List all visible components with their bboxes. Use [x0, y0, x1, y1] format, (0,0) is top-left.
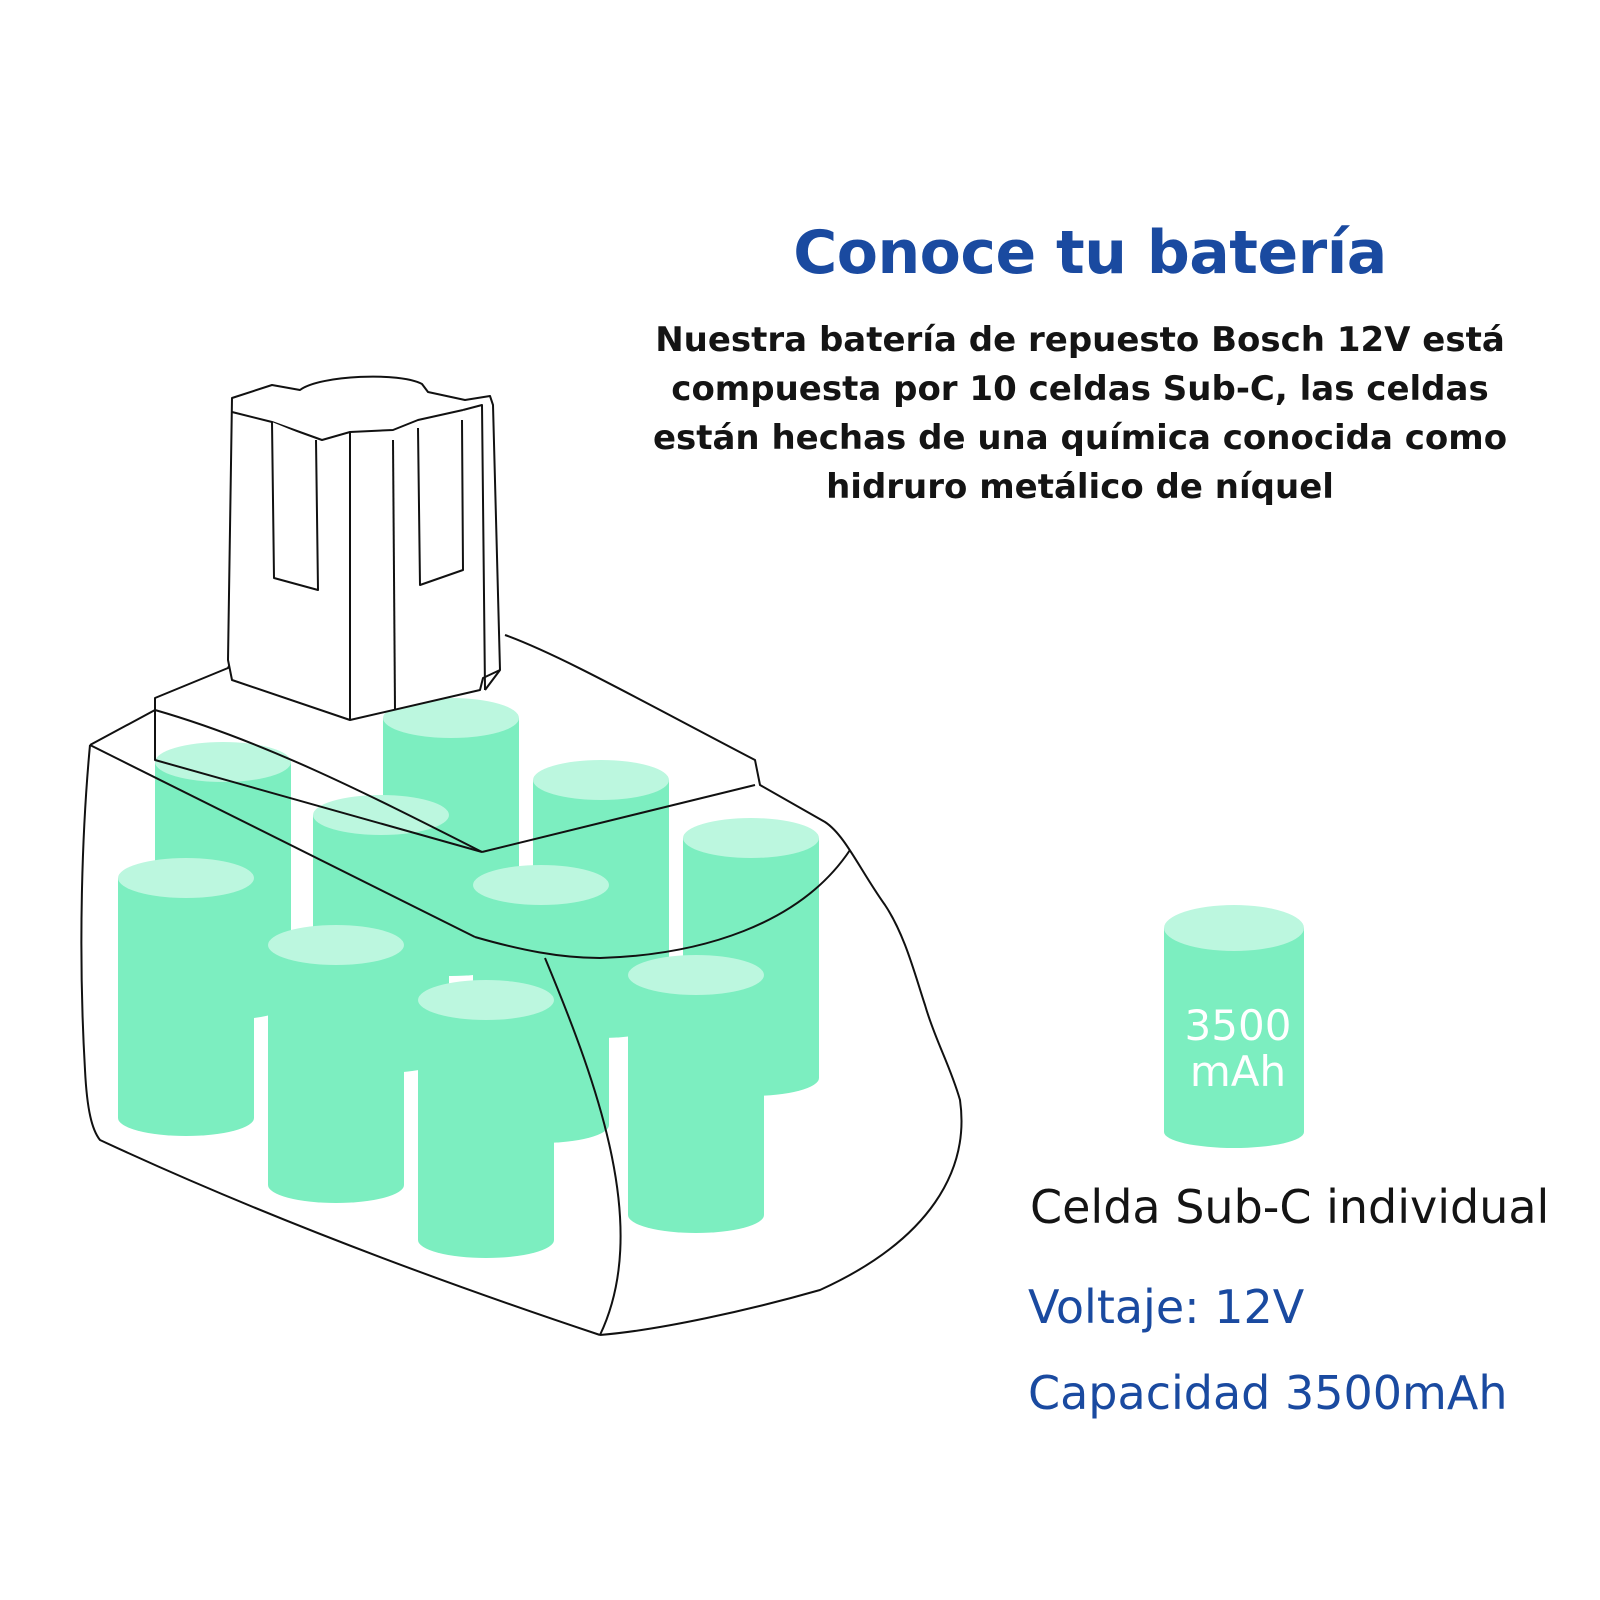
description: Nuestra batería de repuesto Bosch 12V es…	[615, 316, 1545, 512]
capacity-spec: Capacidad 3500mAh	[1028, 1366, 1508, 1420]
cell-8	[268, 925, 404, 1203]
battery-pack-illustration	[80, 375, 963, 1336]
description-line: hidruro metálico de níquel	[826, 467, 1334, 507]
sub-c-cell-icon: 3500 mAh	[1164, 905, 1304, 1148]
cell-capacity-value: 3500	[1185, 1001, 1292, 1050]
page-title: Conoce tu batería	[793, 218, 1387, 288]
cell-9	[628, 955, 764, 1233]
cell-10	[418, 980, 554, 1258]
cell-capacity-unit: mAh	[1190, 1047, 1286, 1096]
description-line: están hechas de una química conocida com…	[652, 418, 1508, 458]
cell-label: Celda Sub-C individual	[1030, 1180, 1550, 1234]
voltage-spec: Voltaje: 12V	[1028, 1280, 1305, 1334]
description-line: compuesta por 10 celdas Sub-C, las celda…	[671, 369, 1489, 409]
cell-7	[118, 858, 254, 1136]
description-line: Nuestra batería de repuesto Bosch 12V es…	[655, 320, 1505, 360]
